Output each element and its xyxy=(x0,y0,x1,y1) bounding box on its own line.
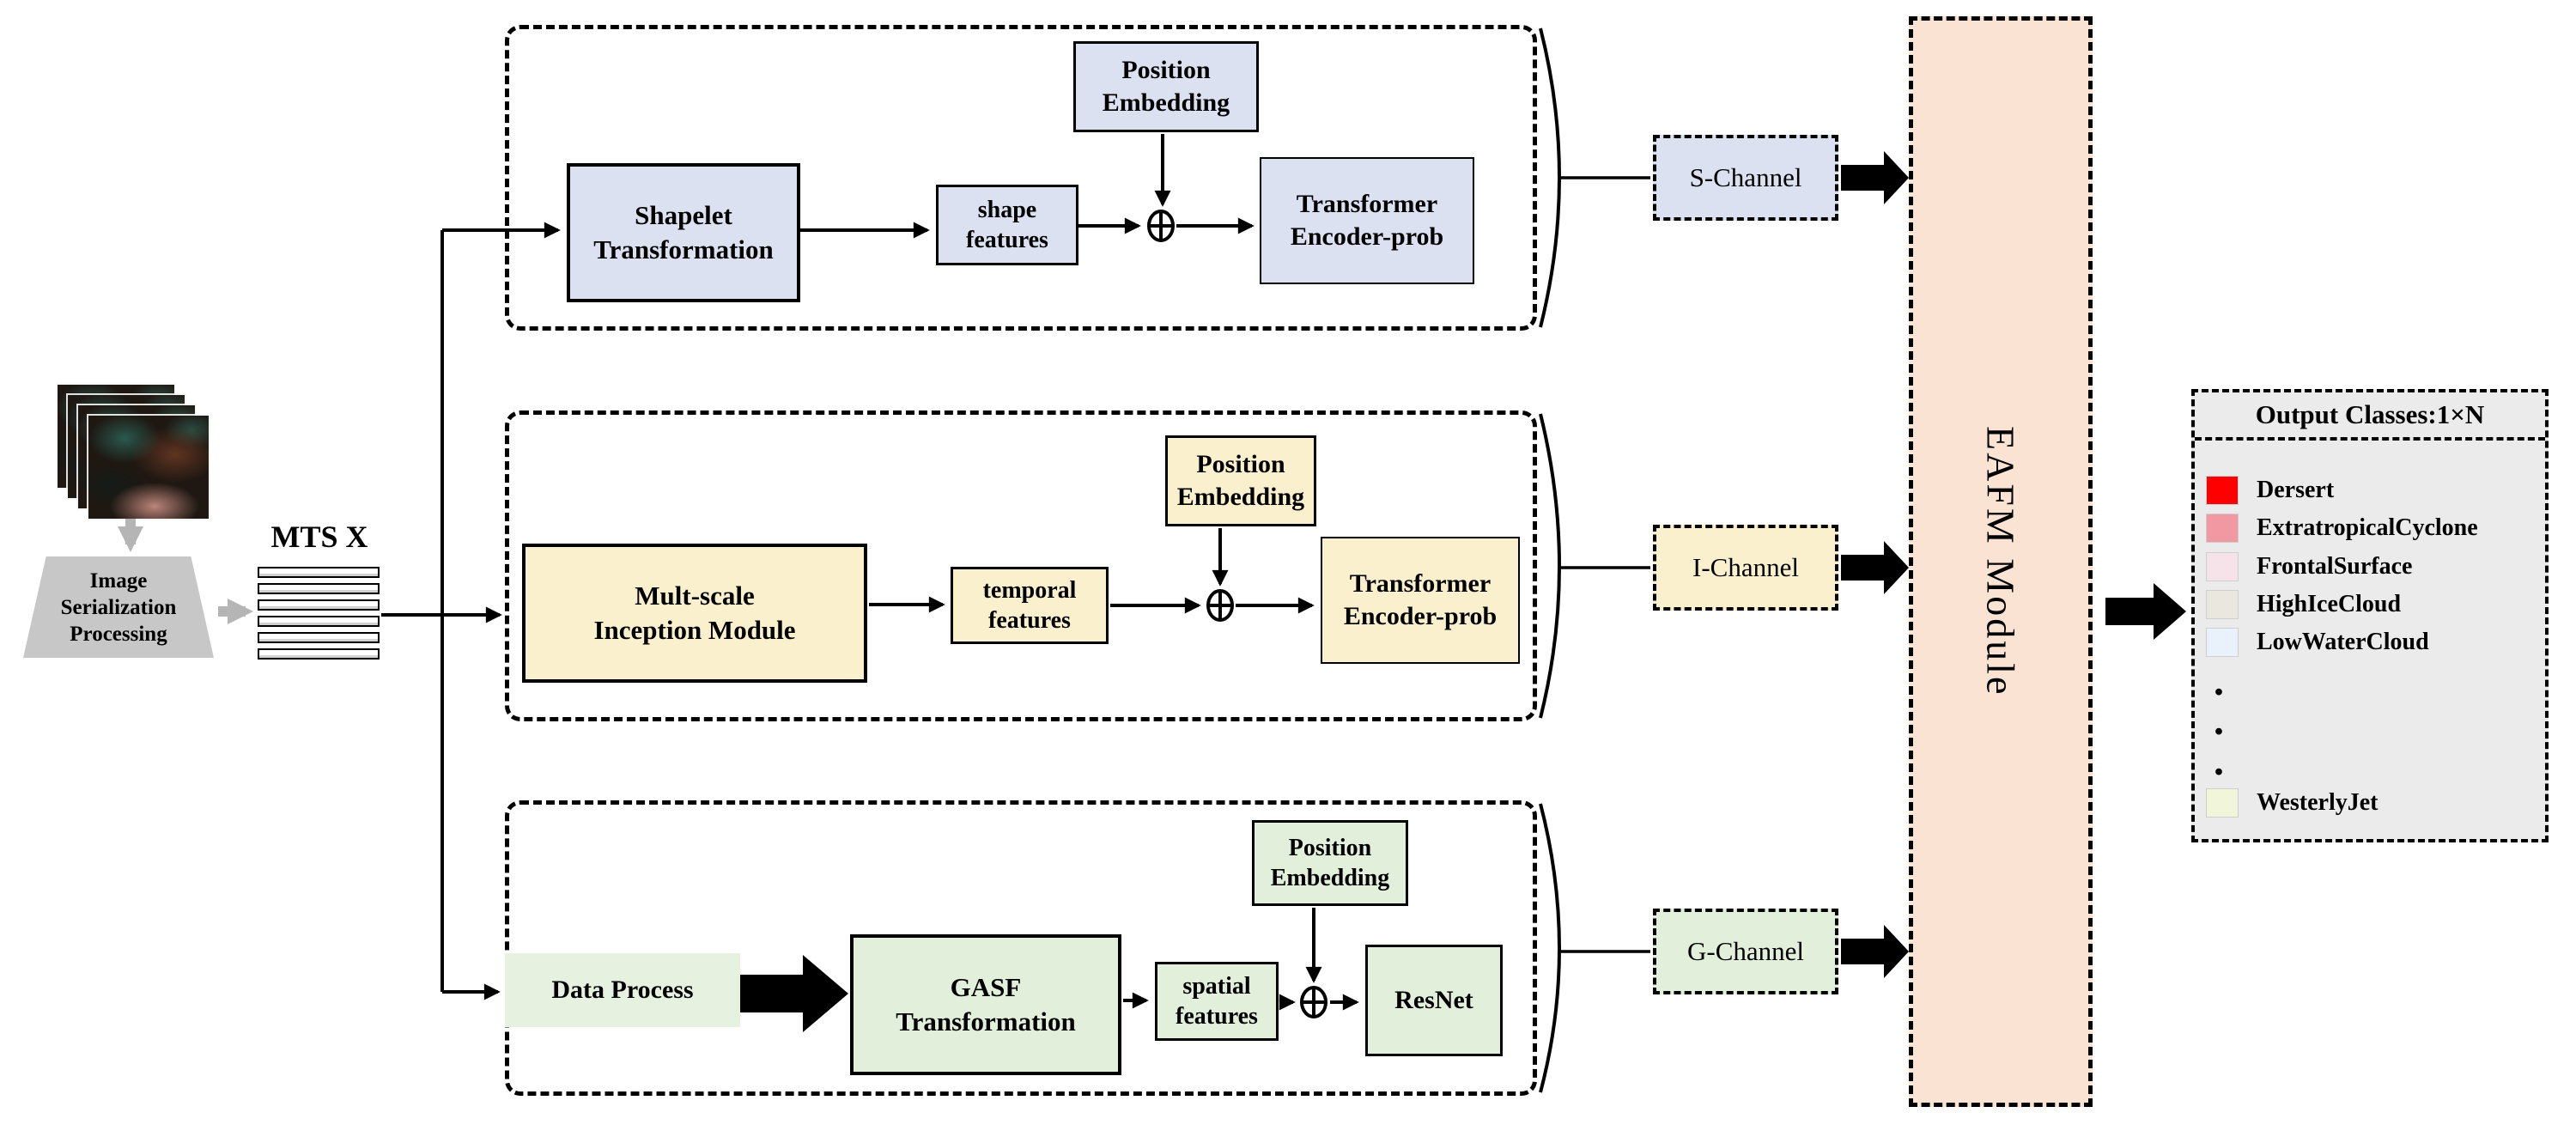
inception-line2: Inception Module xyxy=(593,615,796,645)
output-classes-title: Output Classes:1×N xyxy=(2255,399,2485,429)
eafm-to-output-arrow xyxy=(2105,583,2186,640)
gasf-line1: GASF xyxy=(950,972,1022,1002)
class-label: ExtratropicalCyclone xyxy=(2257,514,2478,541)
shapelet-transformation-box: Shapelet Transformation xyxy=(567,163,800,302)
brace-to-channel-ticks xyxy=(1561,176,1650,953)
g-pos-embed-line1: Position xyxy=(1288,835,1372,861)
class-label: HighIceCloud xyxy=(2257,591,2402,617)
s-position-embedding-box: Position Embedding xyxy=(1073,41,1259,132)
shape-features-box: shape features xyxy=(936,185,1078,265)
mts-bar xyxy=(258,632,380,643)
g-branch-container xyxy=(505,800,1537,1096)
ellipsis-dot: . xyxy=(2214,698,2224,744)
temporal-features-line1: temporal xyxy=(982,577,1077,604)
g-pos-embed-line2: Embedding xyxy=(1270,865,1390,891)
s-transformer-encoder-box: Transformer Encoder-prob xyxy=(1260,157,1474,284)
legend-item: FrontalSurface xyxy=(2207,550,2412,584)
mts-bar xyxy=(258,583,380,594)
gasf-line2: Transformation xyxy=(896,1006,1076,1037)
shapelet-line1: Shapelet xyxy=(635,200,732,230)
ellipsis-dot: . xyxy=(2214,659,2224,704)
legend-item: LowWaterCloud xyxy=(2207,625,2429,660)
ellipsis-dot: . xyxy=(2214,739,2224,784)
spatial-features-box: spatial features xyxy=(1155,962,1279,1041)
trapezoid-line3: Processing xyxy=(70,622,167,646)
g-position-embedding-box: Position Embedding xyxy=(1252,820,1408,906)
class-color-swatch xyxy=(2207,477,2238,504)
class-label: WesterlyJet xyxy=(2257,789,2379,816)
resnet-label: ResNet xyxy=(1394,986,1473,1014)
i-channel-to-eafm-arrow xyxy=(1841,541,1909,594)
legend-item: Dersert xyxy=(2207,473,2334,508)
inception-line1: Mult-scale xyxy=(635,581,755,611)
i-channel-label: I-Channel xyxy=(1692,552,1799,582)
legend-item: HighIceCloud xyxy=(2207,587,2401,622)
class-color-swatch xyxy=(2207,553,2238,581)
legend-item: WesterlyJet xyxy=(2207,786,2379,820)
eafm-module-box: EAFM Module xyxy=(1909,16,2093,1107)
class-color-swatch xyxy=(2207,629,2238,656)
shape-features-line2: features xyxy=(966,227,1048,253)
i-channel-box: I-Channel xyxy=(1653,525,1838,611)
i-encoder-line2: Encoder-prob xyxy=(1343,602,1498,630)
mts-bar xyxy=(258,648,380,660)
shapelet-line2: Transformation xyxy=(593,234,774,264)
trapezoid-line2: Serialization xyxy=(60,595,177,619)
s-channel-label: S-Channel xyxy=(1689,162,1802,192)
legend-item: ExtratropicalCyclone xyxy=(2207,511,2478,545)
s-pos-embed-line1: Position xyxy=(1121,56,1211,84)
data-process-label: Data Process xyxy=(551,976,694,1004)
temporal-features-line2: features xyxy=(988,607,1071,634)
i-pos-embed-line1: Position xyxy=(1196,450,1285,478)
i-position-embedding-box: Position Embedding xyxy=(1165,435,1316,526)
s-encoder-line2: Encoder-prob xyxy=(1290,222,1444,251)
g-channel-box: G-Channel xyxy=(1653,909,1838,994)
s-encoder-line1: Transformer xyxy=(1296,190,1438,218)
image-serialization-trapezoid: Image Serialization Processing xyxy=(23,556,214,658)
class-color-swatch xyxy=(2207,514,2238,542)
s-channel-box: S-Channel xyxy=(1653,135,1838,221)
branch-brace-icon xyxy=(1539,27,1561,1093)
satellite-image-layer xyxy=(88,416,209,519)
i-branch-container xyxy=(505,410,1537,721)
g-channel-to-eafm-arrow xyxy=(1841,925,1909,978)
class-label: Dersert xyxy=(2257,477,2335,503)
class-color-swatch xyxy=(2207,591,2238,618)
spatial-features-line1: spatial xyxy=(1182,973,1251,1000)
mts-x-label: MTS X xyxy=(270,520,368,554)
output-classes-box: Output Classes:1×N Dersert Extratropical… xyxy=(2191,389,2549,842)
output-classes-header: Output Classes:1×N xyxy=(2195,392,2545,441)
i-pos-embed-line2: Embedding xyxy=(1176,483,1305,511)
i-encoder-line1: Transformer xyxy=(1349,569,1492,598)
i-transformer-encoder-box: Transformer Encoder-prob xyxy=(1321,537,1520,664)
s-channel-to-eafm-arrow xyxy=(1841,151,1909,204)
class-color-swatch xyxy=(2207,789,2238,817)
resnet-box: ResNet xyxy=(1365,945,1503,1056)
mts-bar xyxy=(258,616,380,627)
s-branch-container xyxy=(505,25,1537,331)
multiscale-inception-box: Mult-scale Inception Module xyxy=(522,544,867,683)
data-process-box: Data Process xyxy=(505,953,740,1027)
shape-features-line1: shape xyxy=(977,197,1037,223)
mts-bar xyxy=(258,567,380,578)
g-channel-label: G-Channel xyxy=(1686,936,1805,966)
spatial-features-line2: features xyxy=(1176,1003,1258,1030)
eafm-module-label: EAFM Module xyxy=(1978,426,2023,697)
trapezoid-line1: Image xyxy=(89,568,148,593)
gasf-transformation-box: GASF Transformation xyxy=(850,934,1121,1075)
mts-bar xyxy=(258,599,380,611)
class-label: LowWaterCloud xyxy=(2257,629,2429,655)
temporal-features-box: temporal features xyxy=(951,567,1109,644)
s-pos-embed-line2: Embedding xyxy=(1102,88,1230,117)
class-label: FrontalSurface xyxy=(2257,553,2413,580)
